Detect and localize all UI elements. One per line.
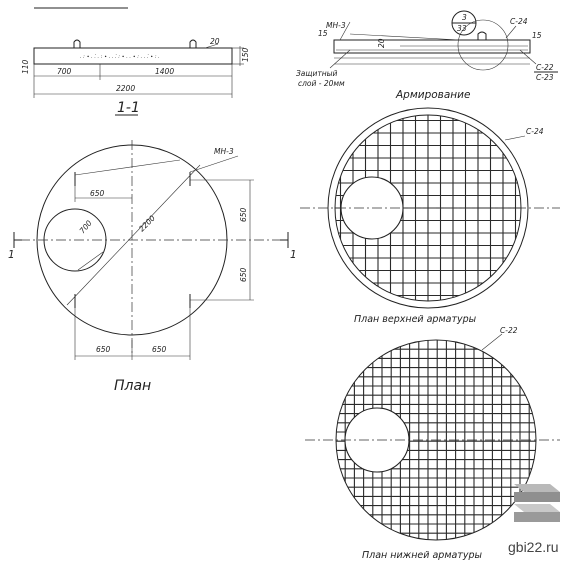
detail-protect-2: слой - 20мм bbox=[298, 79, 345, 88]
plan-cut-right: 1 bbox=[290, 249, 297, 261]
section-view: . : ∙ . ⁚ . : ∙ . . ⁚ : ∙ . . ∙ : . . ⁚ … bbox=[21, 7, 250, 116]
detail-dim-15b: 15 bbox=[532, 31, 542, 40]
plan-dim-right-650b: 650 bbox=[239, 267, 248, 282]
section-dim-20: 20 bbox=[210, 37, 220, 46]
bottom-rebar-title: План нижней арматуры bbox=[362, 550, 482, 561]
plan-dim-bottom-650b: 650 bbox=[152, 345, 167, 354]
plan-dim-bottom-650a: 650 bbox=[96, 345, 111, 354]
plan-dim-hole-700: 700 bbox=[78, 218, 94, 235]
detail-label-c23: С-23 bbox=[536, 73, 554, 82]
plan-label-mn3: МН-3 bbox=[214, 147, 234, 156]
svg-text:. : ∙ . ⁚ . : ∙ . . ⁚ : ∙ . .: . : ∙ . ⁚ . : ∙ . . ⁚ : ∙ . . ∙ : . . ⁚ … bbox=[80, 54, 160, 60]
detail-title: Армирование bbox=[395, 89, 470, 101]
watermark-text: gbi22.ru bbox=[508, 539, 559, 555]
detail-label-c24: С-24 bbox=[510, 17, 528, 26]
top-rebar-plan: С-24 План верхней арматуры bbox=[300, 107, 560, 325]
bottom-rebar-label: С-22 bbox=[500, 326, 518, 335]
detail-label-c22: С-22 bbox=[536, 63, 554, 72]
plan-view: 650 650 650 650 650 2200 700 МН-3 1 1 Пл… bbox=[8, 140, 297, 394]
detail-protect-1: Защитный bbox=[296, 69, 338, 78]
plan-cut-left: 1 bbox=[8, 249, 15, 261]
plan-dim-top-650: 650 bbox=[90, 189, 105, 198]
section-dim-1400: 1400 bbox=[155, 67, 174, 76]
section-title: 1-1 bbox=[117, 100, 140, 116]
section-dim-150: 150 bbox=[241, 47, 250, 62]
top-rebar-title: План верхней арматуры bbox=[354, 314, 477, 325]
detail-callout-top: 3 bbox=[462, 13, 467, 22]
bottom-rebar-plan: С-22 План нижней арматуры bbox=[305, 326, 560, 561]
detail-dim-15a: 15 bbox=[318, 29, 328, 38]
detail-dim-20: 20 bbox=[377, 38, 386, 48]
plan-title: План bbox=[114, 378, 151, 394]
detail-label-mn3: МН-3 bbox=[326, 21, 346, 30]
section-dim-700: 700 bbox=[57, 67, 72, 76]
plan-dim-right-650a: 650 bbox=[239, 207, 248, 222]
detail-callout-bottom: 33 bbox=[457, 24, 467, 33]
top-rebar-label: С-24 bbox=[526, 127, 544, 136]
reinforcement-detail: 3 33 МН-3 С-24 С-22 С-23 15 15 20 Защитн… bbox=[296, 10, 558, 101]
section-dim-2200: 2200 bbox=[116, 84, 135, 93]
watermark-logo: gbi22.ru bbox=[508, 484, 560, 555]
plan-dim-diag-2200: 2200 bbox=[137, 213, 157, 233]
section-dim-110: 110 bbox=[21, 59, 30, 74]
